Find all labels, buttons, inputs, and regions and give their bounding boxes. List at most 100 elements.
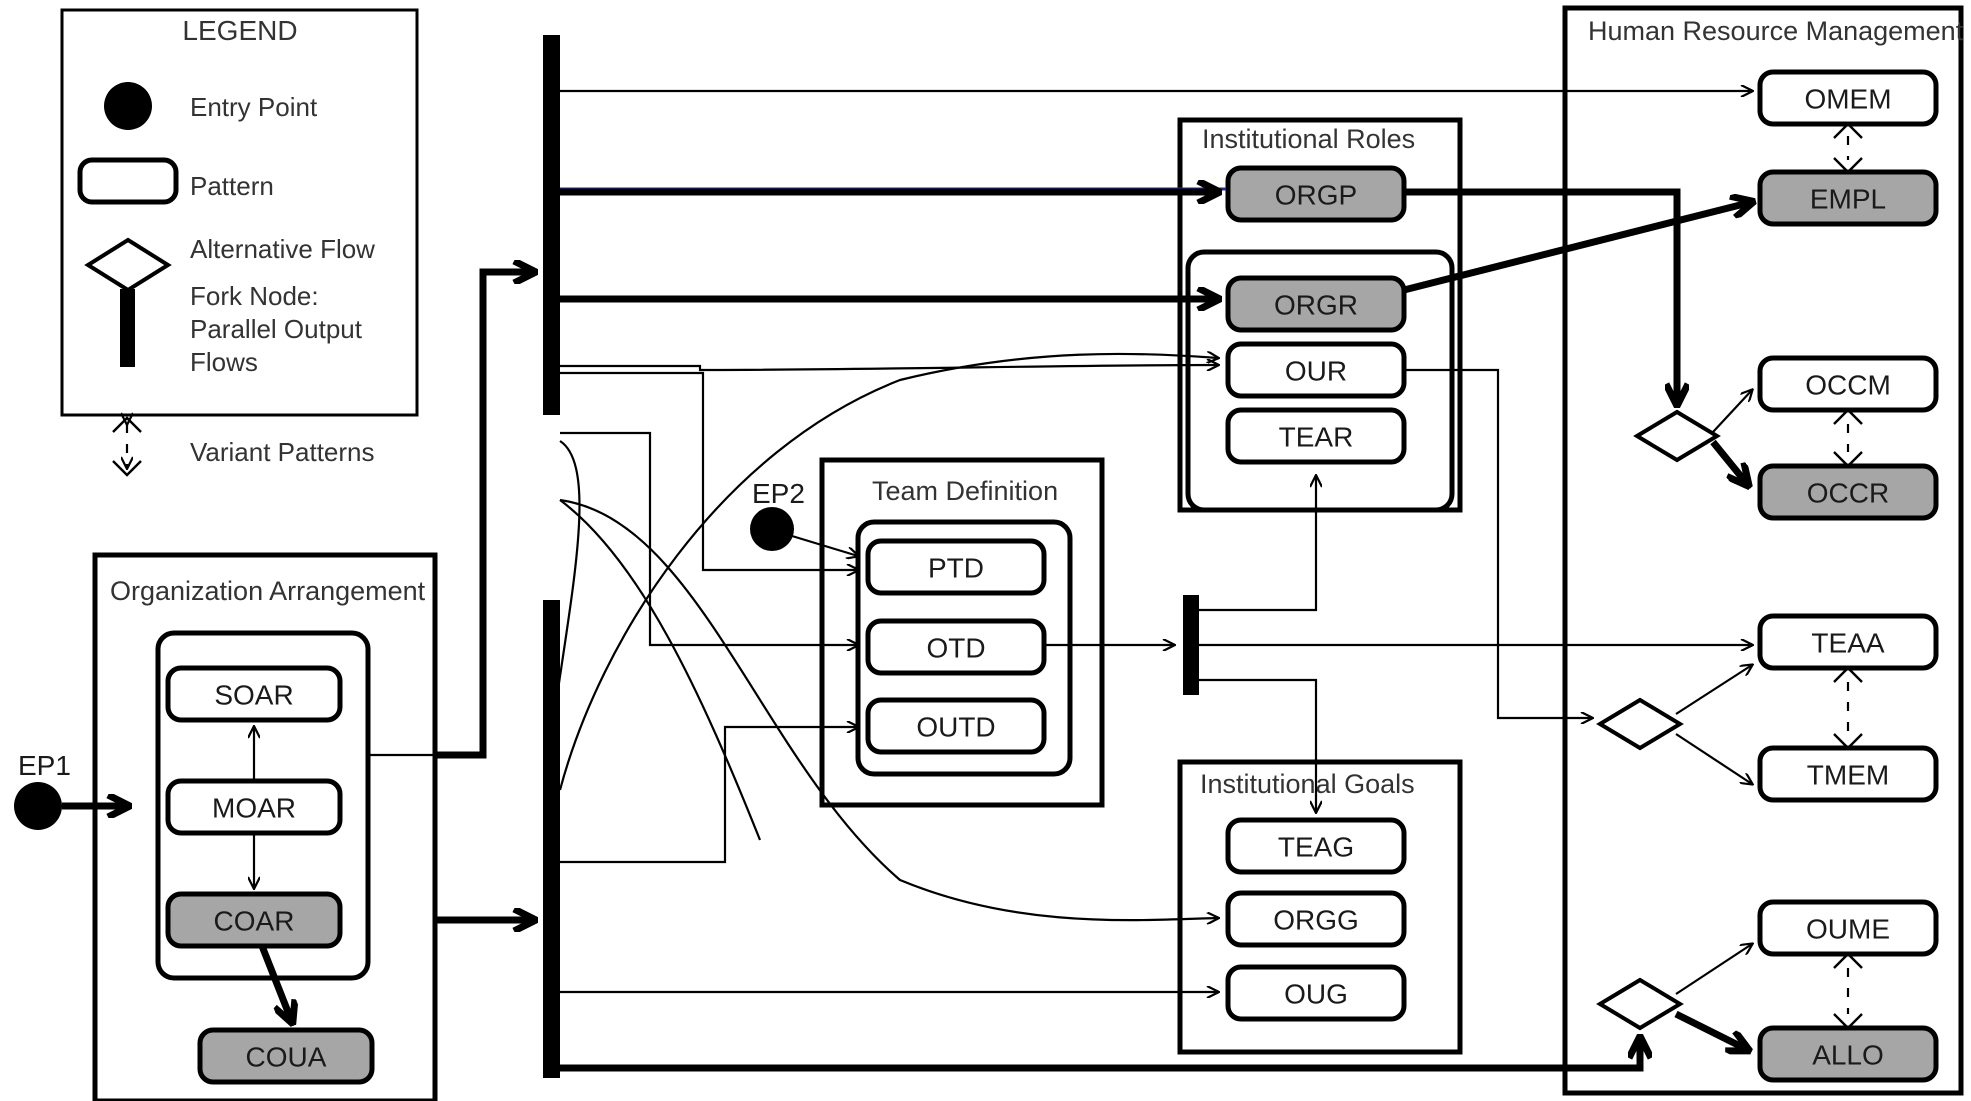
entry-point-ep2-dot: [750, 507, 794, 551]
entry-point-ep1: EP1: [14, 750, 128, 830]
node-occr-label: OCCR: [1807, 478, 1889, 509]
flow-diamond-to-occr: [1710, 439, 1748, 485]
node-orgr-label: ORGR: [1274, 290, 1358, 321]
legend-label-alternative-flow: Alternative Flow: [190, 234, 375, 264]
group-institutional-roles: Institutional Roles ORGP ORGR OUR TEAR: [1177, 117, 1463, 513]
flow-fork-to-otd: [560, 431, 858, 645]
node-coar-label: COAR: [214, 906, 295, 937]
node-omem-label: OMEM: [1804, 84, 1891, 115]
legend-label-fork-line1: Fork Node:: [190, 281, 319, 311]
node-orgg[interactable]: [1225, 890, 1407, 948]
node-teag-label: TEAG: [1278, 832, 1354, 863]
entry-point-ep1-label: EP1: [18, 750, 71, 781]
human-resource-management-border: [1562, 5, 1964, 1096]
flow-coar-to-coua: [258, 944, 292, 1022]
variant-link-oume-allo: [1833, 952, 1863, 1030]
institutional-roles-variant-group: [1185, 249, 1455, 513]
fork-node-lower: [543, 600, 560, 1078]
entry-point-ep2-label: EP2: [752, 478, 805, 509]
legend-label-variant-patterns: Variant Patterns: [190, 437, 375, 467]
node-tmem-label: TMEM: [1807, 760, 1889, 791]
flow-diamond-to-allo: [1674, 1010, 1748, 1050]
legend-label-entry-point: Entry Point: [190, 92, 318, 122]
team-definition-border: [819, 457, 1105, 808]
team-definition-title: Team Definition: [872, 476, 1058, 506]
variant-link-occm-occr: [1833, 408, 1863, 468]
flow-fork-to-orgg: [559, 498, 1218, 920]
flow-diamond-to-teaa: [1675, 665, 1752, 715]
flow-middle-fork-to-tear: [1199, 476, 1316, 612]
flow-fork-to-outd: [560, 727, 858, 864]
organization-arrangement-variant-group: [155, 630, 371, 981]
flow-diamond-to-tmem: [1675, 733, 1752, 784]
flow-fork-to-our-line: [560, 365, 1218, 372]
node-soar[interactable]: [165, 665, 343, 723]
legend-pattern-icon: [77, 157, 179, 205]
human-resource-management-title: Human Resource Management: [1588, 16, 1964, 46]
node-outd-label: OUTD: [916, 712, 995, 743]
node-oug-label: OUG: [1284, 979, 1348, 1010]
node-ptd-label: PTD: [928, 553, 984, 584]
node-oume-label: OUME: [1806, 914, 1890, 945]
legend-border: [60, 8, 419, 417]
legend-diamond-icon: [84, 237, 172, 293]
node-moar-label: MOAR: [212, 793, 296, 824]
flow-fork-to-ptd: [560, 371, 858, 570]
organization-arrangement-border: [92, 552, 438, 1101]
institutional-goals-title: Institutional Goals: [1200, 769, 1415, 799]
flow-ep2-to-ptd: [791, 534, 858, 556]
flow-diamond-to-oume: [1675, 944, 1752, 995]
legend-label-fork-line3: Flows: [190, 347, 258, 377]
node-teaa-label: TEAA: [1811, 628, 1884, 659]
node-soar-label: SOAR: [214, 680, 293, 711]
institutional-goals-border: [1177, 759, 1463, 1055]
institutional-roles-title: Institutional Roles: [1202, 124, 1415, 154]
flow-fork-to-diamond-allo: [560, 1038, 1640, 1072]
node-allo-label: ALLO: [1812, 1040, 1884, 1071]
flow-curve-upper-down: [543, 440, 581, 791]
flow-diamond-to-occm: [1712, 390, 1752, 433]
legend-title: LEGEND: [182, 15, 297, 46]
variant-link-teaa-tmem: [1833, 666, 1863, 750]
node-tear-label: TEAR: [1279, 422, 1354, 453]
alternative-flow-diamond-team[interactable]: [1596, 697, 1684, 751]
legend-label-fork-line2: Parallel Output: [190, 314, 363, 344]
alternative-flow-diamond-occ[interactable]: [1633, 409, 1721, 463]
flow-our-to-diamond-team: [1404, 368, 1592, 718]
flow-curve-cross-a: [559, 499, 762, 841]
node-otd[interactable]: [865, 618, 1047, 676]
legend-fork-node-icon: [120, 289, 135, 367]
node-tear[interactable]: [1225, 407, 1407, 465]
node-teag[interactable]: [1225, 817, 1407, 875]
legend-panel: LEGEND Entry Point Pattern Alternative F…: [60, 8, 419, 477]
group-human-resource-management: Human Resource Management OMEM EMPL OCCM…: [1562, 5, 1964, 1096]
node-orgp-label: ORGP: [1275, 180, 1357, 211]
legend-entry-point-icon: [104, 82, 152, 130]
node-otd-label: OTD: [926, 633, 985, 664]
node-empl-label: EMPL: [1810, 184, 1886, 215]
group-institutional-goals: Institutional Goals TEAG ORGG OUG: [1177, 759, 1463, 1055]
node-orgg-label: ORGG: [1273, 905, 1359, 936]
node-outd[interactable]: [865, 697, 1047, 755]
group-team-definition: Team Definition PTD OTD OUTD: [819, 457, 1105, 808]
node-occm-label: OCCM: [1805, 370, 1891, 401]
legend-variant-patterns-icon: [112, 418, 142, 477]
organization-arrangement-title: Organization Arrangement: [110, 576, 426, 606]
entry-point-ep2: EP2: [750, 478, 858, 556]
fork-node-upper: [543, 35, 560, 415]
node-coua-label: COUA: [246, 1042, 327, 1073]
fork-node-middle: [1183, 595, 1199, 695]
variant-link-omem-empl: [1833, 122, 1863, 174]
flow-lower-fork-to-our: [558, 354, 1218, 791]
entry-point-ep1-dot: [14, 782, 62, 830]
node-ptd[interactable]: [865, 538, 1047, 596]
node-orgr[interactable]: [1225, 275, 1407, 333]
node-coar[interactable]: [165, 891, 343, 949]
alternative-flow-diamond-allo[interactable]: [1596, 977, 1684, 1031]
legend-label-pattern: Pattern: [190, 171, 274, 201]
node-oug[interactable]: [1225, 964, 1407, 1022]
group-organization-arrangement: Organization Arrangement SOAR MOAR COAR …: [92, 552, 438, 1101]
flow-org-to-upper-fork: [433, 272, 534, 759]
node-our-label: OUR: [1285, 356, 1347, 387]
